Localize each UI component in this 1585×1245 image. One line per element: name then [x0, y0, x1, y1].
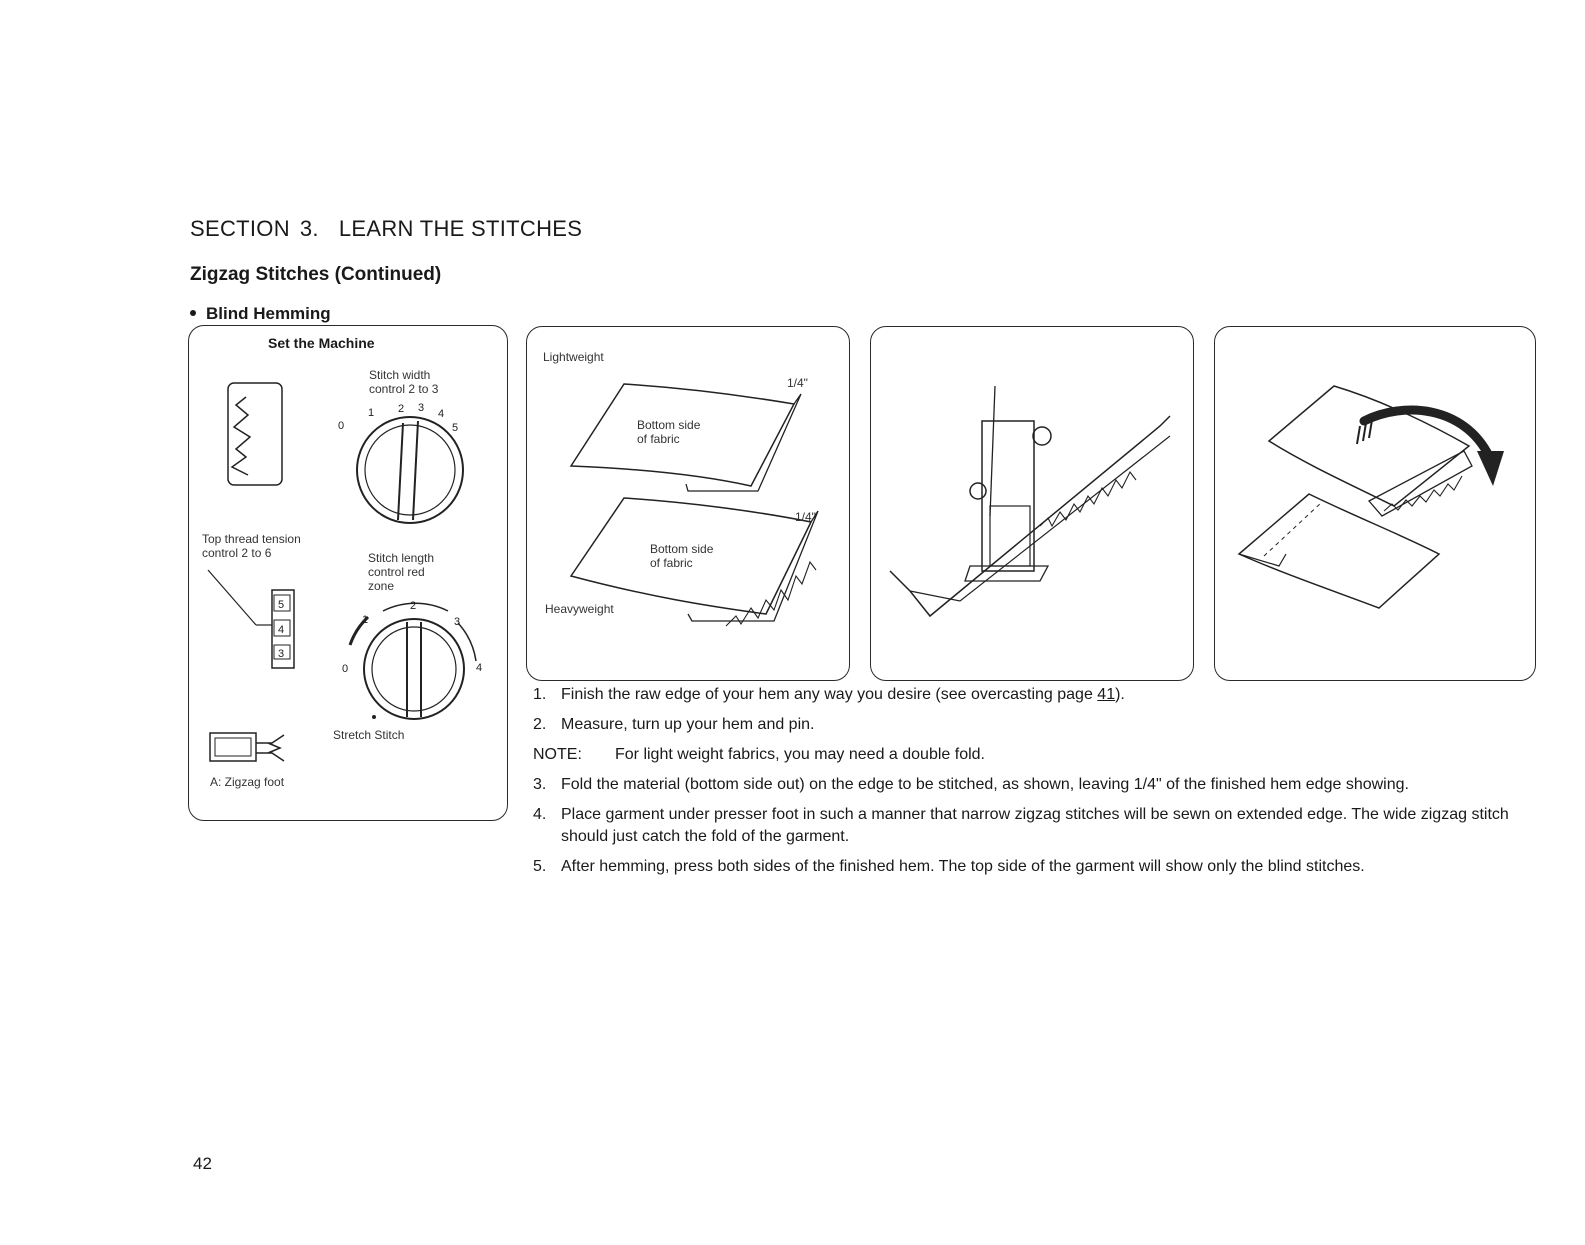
- width-tick-5: 5: [452, 422, 458, 434]
- set-machine-illustration: 0 1 2 3 4 5 5 4 3 0 1 2 3 4: [207, 382, 482, 762]
- tension-control: [271, 589, 295, 669]
- zigzag-foot-icon: [209, 732, 257, 762]
- width-tick-0: 0: [338, 420, 344, 432]
- fabric-edge: [889, 415, 1171, 618]
- needle: [989, 385, 996, 517]
- width-tick-3: 3: [418, 402, 424, 414]
- hem-top-fabric: [1267, 385, 1471, 507]
- stitch-pattern-window: [227, 382, 283, 486]
- instruction-steps: 1. Finish the raw edge of your hem any w…: [533, 684, 1543, 886]
- stitch-length-dial: [363, 618, 465, 720]
- bullet-icon: [190, 309, 196, 316]
- subsection-title: Zigzag Stitches (Continued): [190, 264, 442, 285]
- length-tick-4: 4: [476, 662, 482, 674]
- stitch-length-label: Stitch length control red zone: [368, 551, 435, 593]
- fabric-fold-illustration: [569, 383, 819, 627]
- heavyweight-label: Heavyweight: [545, 602, 614, 616]
- presser-foot-illustration: [889, 385, 1171, 618]
- step-3: 3. Fold the material (bottom side out) o…: [533, 776, 1409, 793]
- finished-hem-illustration: [1237, 385, 1504, 609]
- lightweight-label: Lightweight: [543, 350, 604, 364]
- tension-value-5: 5: [278, 599, 284, 611]
- length-tick-2: 2: [410, 600, 416, 612]
- red-zone-arc: [348, 615, 370, 646]
- zigzag-stitching: [1039, 470, 1137, 528]
- width-tick-2: 2: [398, 403, 404, 415]
- stitch-width-dial: [356, 416, 464, 524]
- page-link[interactable]: 41: [1097, 686, 1116, 703]
- presser-foot-figure: [870, 326, 1194, 681]
- step-1: 1. Finish the raw edge of your hem any w…: [533, 686, 1125, 703]
- page-number: 42: [193, 1154, 212, 1173]
- finished-hem-figure: [1214, 326, 1536, 681]
- measure-bottom-label: 1/4": [795, 510, 816, 524]
- blind-stitch-pattern-icon: [230, 396, 252, 476]
- stretch-stitch-label: Stretch Stitch: [333, 728, 405, 742]
- step-5: 5. After hemming, press both sides of th…: [533, 858, 1365, 875]
- fold-arrow-icon: [1359, 405, 1494, 461]
- step-2: 2. Measure, turn up your hem and pin.: [533, 716, 815, 733]
- length-tick-3: 3: [454, 616, 460, 628]
- zigzag-foot-label: A: Zigzag foot: [210, 775, 285, 789]
- fabric-top-label: Bottom side of fabric: [637, 418, 701, 446]
- set-machine-title: Set the Machine: [268, 335, 375, 351]
- zigzag-hem-stitches: [725, 560, 817, 627]
- hem-bottom-fabric: [1237, 493, 1441, 609]
- fabric-bottom-label: Bottom side of fabric: [650, 542, 714, 570]
- tension-value-3: 3: [278, 648, 284, 660]
- topic-heading: Blind Hemming: [190, 304, 331, 324]
- length-tick-0: 0: [342, 663, 348, 675]
- length-tick-1: 1: [362, 614, 368, 626]
- tension-value-4: 4: [278, 624, 284, 636]
- width-tick-1: 1: [368, 407, 374, 419]
- tension-pointer: [207, 569, 257, 626]
- heavyweight-fabric: [569, 497, 813, 615]
- measure-top-label: 1/4": [787, 376, 808, 390]
- tension-label: Top thread tension control 2 to 6: [202, 532, 301, 560]
- stitch-width-label: Stitch width control 2 to 3: [369, 368, 439, 396]
- presser-foot-shank: [981, 420, 1035, 572]
- width-tick-4: 4: [438, 408, 444, 420]
- note: NOTE: For light weight fabrics, you may …: [533, 746, 985, 763]
- step-4: 4. Place garment under presser foot in s…: [533, 806, 1509, 845]
